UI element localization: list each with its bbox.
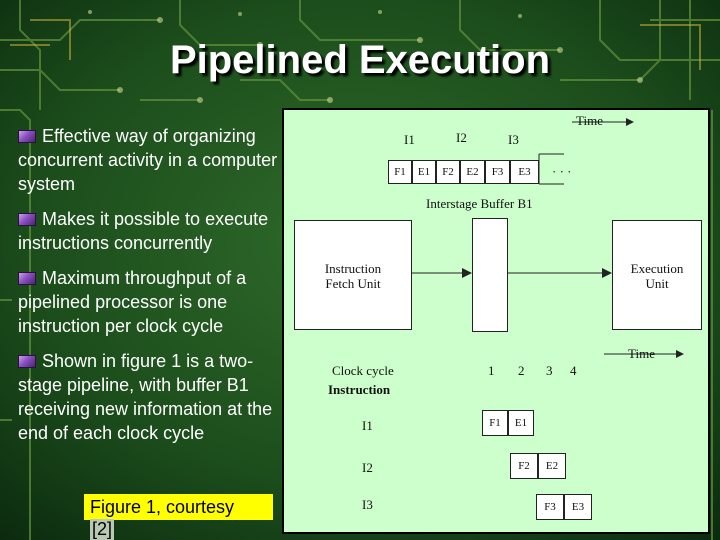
fetch-unit-box: Instruction Fetch Unit — [294, 220, 412, 330]
figure-caption: Figure 1, courtesy — [84, 494, 273, 520]
table-row-label: I1 — [362, 418, 373, 433]
execution-unit-label: Execution — [630, 261, 684, 276]
bullet-text: Shown in figure 1 is a two-stage pipelin… — [18, 351, 273, 443]
timeline-cell: E3 — [510, 160, 539, 184]
clock-cycle-label: Clock cycle — [332, 363, 394, 378]
timeline-cell: F3 — [485, 160, 510, 184]
bullet-text: Makes it possible to execute instruction… — [18, 209, 269, 253]
table-cell: F2 — [510, 453, 538, 479]
timeline-instr-label: I2 — [456, 130, 467, 145]
timeline-cell: E1 — [412, 160, 436, 184]
bullet-icon — [18, 213, 36, 226]
pipeline-figure: I1 I2 I3 Time F1 E1 F2 E2 F3 E3 · · · In… — [282, 108, 710, 534]
bullet-icon — [18, 130, 36, 143]
table-row-label: I2 — [362, 460, 373, 475]
table-cell: F1 — [482, 410, 508, 436]
table-time-label: Time — [628, 346, 655, 361]
interstage-buffer-box — [472, 218, 508, 332]
execution-unit-box: Execution Unit — [612, 220, 702, 330]
timeline-instr-label: I3 — [508, 132, 519, 147]
timeline-time-label: Time — [576, 113, 603, 128]
timeline-cell: E2 — [460, 160, 485, 184]
bullet-icon — [18, 355, 36, 368]
cycle-number: 3 — [546, 363, 553, 378]
fetch-unit-label: Instruction — [324, 261, 382, 276]
bullet-icon — [18, 272, 36, 285]
fetch-unit-label: Fetch Unit — [325, 276, 381, 291]
table-cell: E1 — [508, 410, 534, 436]
bullet-list: Effective way of organizing concurrent a… — [18, 124, 280, 456]
buffer-label: Interstage Buffer B1 — [426, 196, 533, 211]
bullet-text: Maximum throughput of a pipelined proces… — [18, 268, 247, 336]
timeline-cell: F1 — [388, 160, 412, 184]
timeline-ellipsis: · · · — [552, 164, 572, 179]
bullet-item: Shown in figure 1 is a two-stage pipelin… — [18, 349, 280, 445]
bullet-item: Maximum throughput of a pipelined proces… — [18, 266, 280, 338]
figure-lines — [412, 118, 684, 358]
timeline-instr-label: I1 — [404, 132, 415, 147]
table-cell: E3 — [564, 494, 592, 520]
cycle-number: 1 — [488, 363, 495, 378]
table-row-label: I3 — [362, 497, 373, 512]
bullet-item: Makes it possible to execute instruction… — [18, 207, 280, 255]
timeline-cell: F2 — [436, 160, 460, 184]
slide-title: Pipelined Execution — [169, 38, 551, 82]
table-cell: E2 — [538, 453, 566, 479]
bullet-item: Effective way of organizing concurrent a… — [18, 124, 280, 196]
cycle-number: 4 — [570, 363, 577, 378]
bullet-text: Effective way of organizing concurrent a… — [18, 126, 278, 194]
instruction-header: Instruction — [328, 382, 391, 397]
table-cell: F3 — [536, 494, 564, 520]
reference-citation: [2] — [90, 519, 115, 540]
cycle-number: 2 — [518, 363, 525, 378]
execution-unit-label: Unit — [645, 276, 669, 291]
